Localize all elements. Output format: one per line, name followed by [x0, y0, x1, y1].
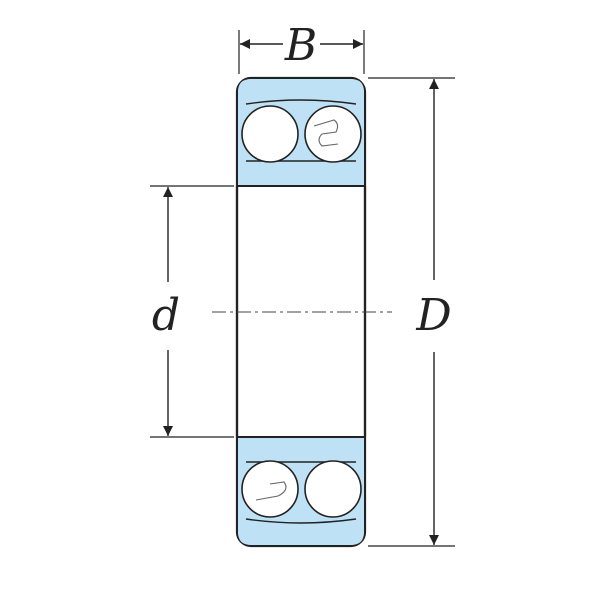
bottom-outer-raceway [245, 518, 357, 524]
bottom-ring-section [238, 436, 364, 545]
top-right-ball [304, 105, 362, 163]
top-outer-raceway [245, 99, 357, 105]
top-ring-section [238, 79, 364, 187]
bottom-left-ball [241, 460, 299, 518]
dimension-d-bore: d [150, 185, 234, 438]
dimension-d-outer: D [368, 77, 455, 547]
bore-diameter-label: d [152, 290, 180, 341]
top-cage [313, 119, 339, 147]
bottom-cage [255, 481, 287, 501]
b-label: B [284, 20, 317, 71]
dimension-b: B [238, 20, 365, 74]
bottom-right-ball [304, 460, 362, 518]
top-left-ball [241, 105, 299, 163]
outer-diameter-label: D [415, 290, 451, 341]
